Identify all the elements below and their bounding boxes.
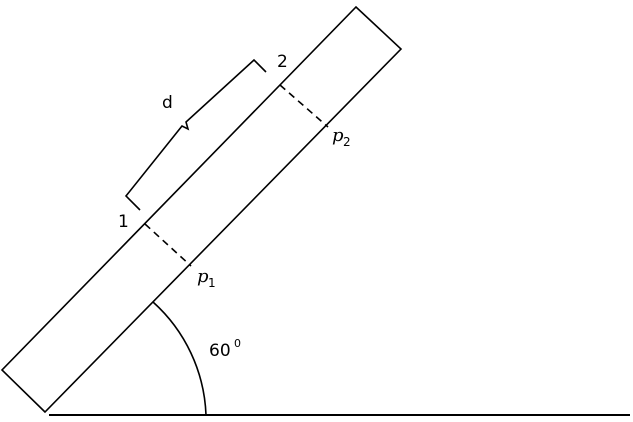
section-one-dashed-line (144, 223, 192, 267)
pressure-two-label: p 2 (332, 125, 351, 149)
angle-arc (152, 301, 207, 416)
pressure-two-subscript: 2 (343, 135, 351, 149)
inclined-pipe (0, 5, 403, 414)
angle-value: 60 (209, 341, 231, 361)
section-two-dashed-line (279, 84, 329, 128)
pressure-one-symbol: p (197, 266, 209, 287)
section-two-label: 2 (277, 52, 288, 72)
angle-label: 60 0 (209, 337, 241, 361)
distance-brace (124, 58, 267, 211)
distance-label: d (162, 93, 173, 113)
angle-superscript: 0 (234, 337, 241, 350)
pressure-two-symbol: p (332, 125, 344, 146)
section-one-label: 1 (118, 212, 129, 232)
pressure-one-subscript: 1 (208, 276, 216, 290)
pressure-one-label: p 1 (197, 266, 216, 290)
